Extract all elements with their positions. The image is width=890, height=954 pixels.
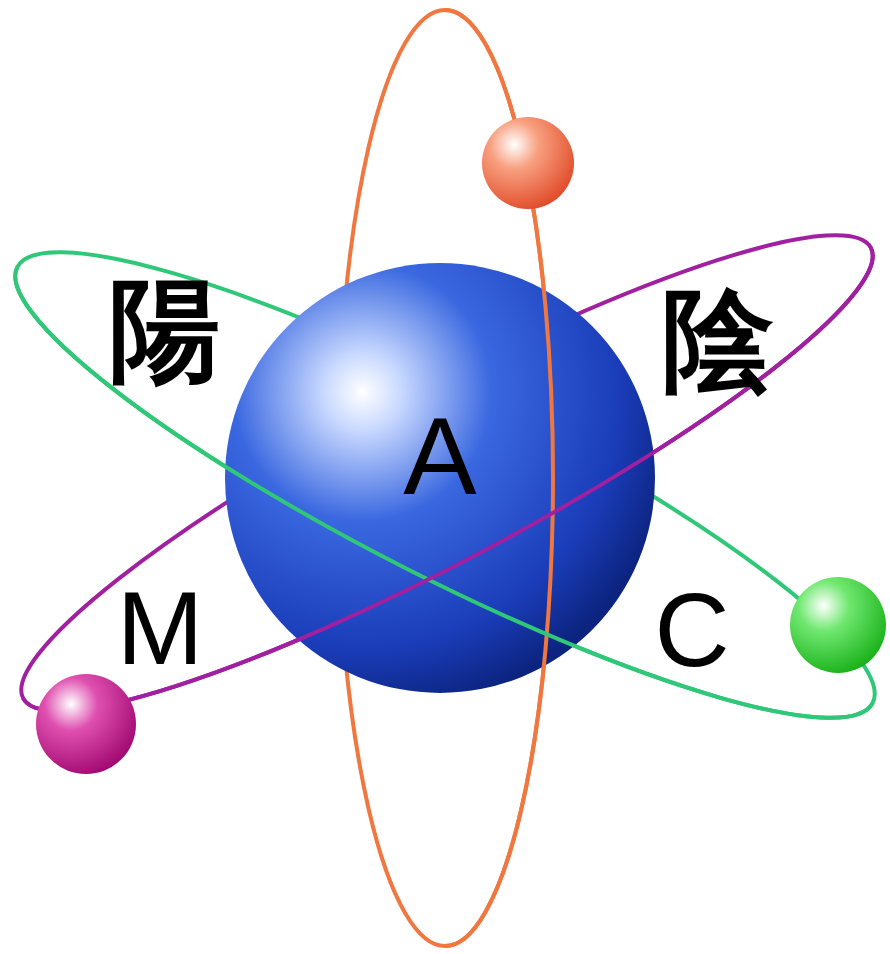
nucleus-letter: A [403,401,476,511]
purple-orbit-front [23,248,890,775]
purple-orbit [0,172,890,775]
logo-letter: M [117,576,204,680]
nucleus-node: A [225,263,655,693]
logo-letter: 陰 [662,284,774,396]
nucleus-sphere [225,263,655,693]
purple-electron [36,674,136,774]
logo-letter: 陽 [109,274,221,386]
green-electron [790,577,886,673]
green-orbit [0,185,890,785]
orange-electron [482,117,574,209]
logo-letter: C [654,578,729,682]
green-orbit-front [0,267,873,785]
